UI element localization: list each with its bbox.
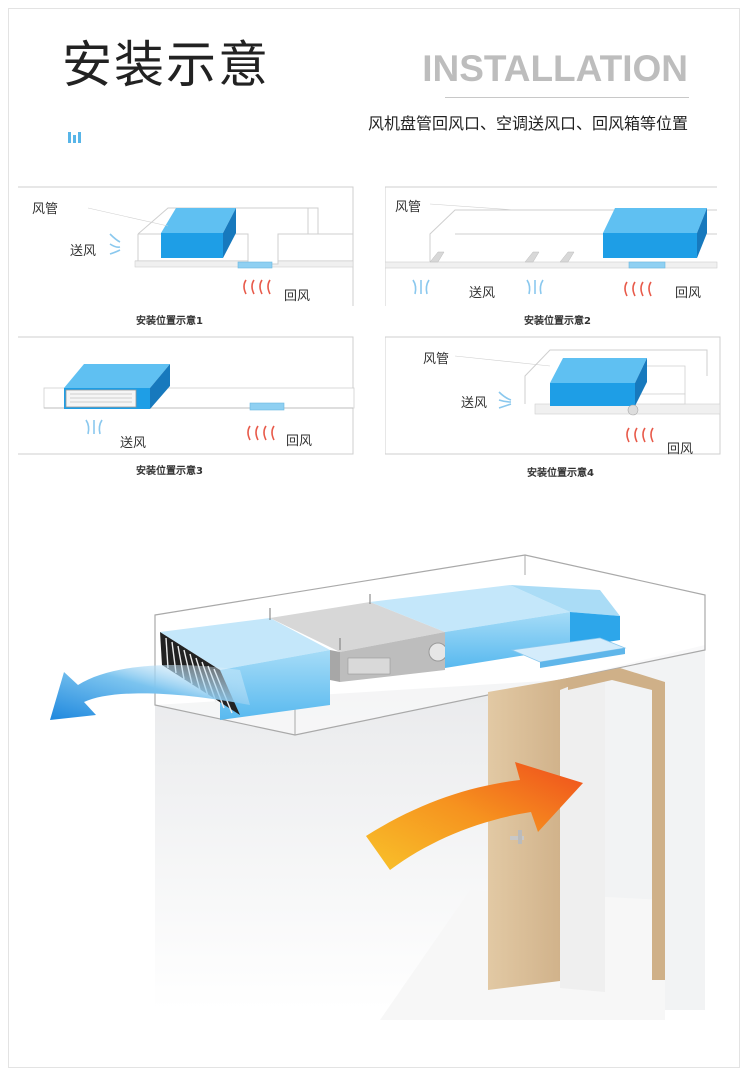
diagram-3: 送风 回风	[18, 336, 358, 456]
duct-label: 风管	[395, 200, 422, 215]
diagram-3-caption: 安装位置示意3	[136, 466, 203, 477]
diagram-4: 风管 送风 回风	[385, 336, 725, 457]
page-subtitle: 风机盘管回风口、空调送风口、回风箱等位置	[367, 114, 688, 133]
diagram-2: 风管 送风 回风	[385, 186, 725, 306]
return-air-arrows	[247, 425, 275, 441]
duct-label: 风管	[32, 202, 59, 217]
diagram-2-caption: 安装位置示意2	[524, 316, 591, 327]
supply-air-label: 送风	[469, 286, 496, 301]
supply-air-arrows	[109, 233, 121, 255]
supply-air-label: 送风	[70, 244, 97, 259]
installation-illustration	[0, 540, 750, 1044]
diagram-1: 风管 送风 回风	[18, 186, 358, 306]
return-air-label: 回风	[667, 442, 694, 457]
diagram-4-caption: 安装位置示意4	[527, 468, 594, 479]
accent-bars-icon	[68, 128, 83, 147]
page-title: 安装示意	[62, 36, 270, 94]
supply-air-arrows	[498, 391, 512, 409]
supply-air-arrows	[412, 279, 544, 295]
title-divider	[445, 97, 689, 98]
supply-air-label: 送风	[120, 436, 147, 451]
supply-air-arrows	[85, 419, 103, 435]
return-air-label: 回风	[675, 286, 702, 301]
return-air-label: 回风	[286, 434, 313, 449]
page-title-english: INSTALLATION	[422, 48, 688, 89]
return-air-label: 回风	[284, 289, 311, 304]
page-frame	[8, 8, 740, 1068]
return-air-arrows	[624, 281, 652, 297]
return-air-arrows	[626, 427, 654, 443]
return-air-arrows	[243, 279, 271, 295]
duct-label: 风管	[423, 352, 450, 367]
diagram-1-caption: 安装位置示意1	[136, 316, 203, 327]
supply-air-label: 送风	[461, 396, 488, 411]
